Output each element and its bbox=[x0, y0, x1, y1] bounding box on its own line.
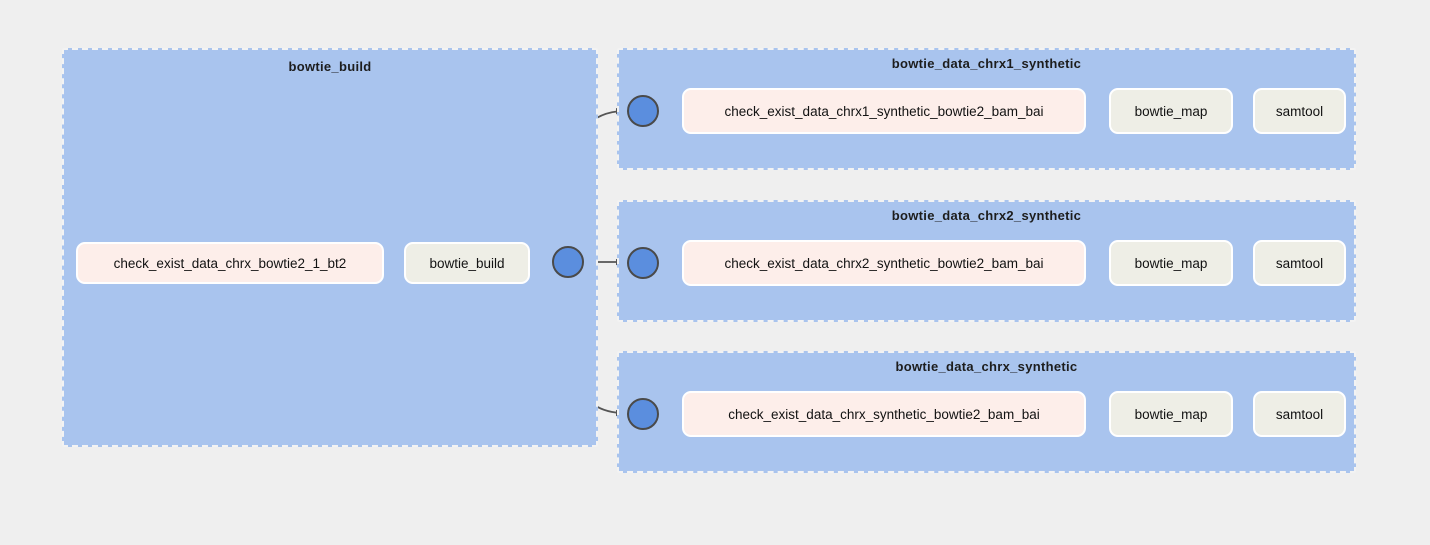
cluster-title-bowtie-data-chrx-synthetic: bowtie_data_chrx_synthetic bbox=[895, 359, 1078, 374]
junction-node-chrx2[interactable] bbox=[627, 247, 659, 279]
node-check-exist-data-chrx-bowtie2-1-bt2[interactable]: check_exist_data_chrx_bowtie2_1_bt2 bbox=[76, 242, 384, 284]
cluster-title-bowtie-data-chrx2-synthetic: bowtie_data_chrx2_synthetic bbox=[891, 208, 1082, 223]
node-samtool-chrx2[interactable]: samtool bbox=[1253, 240, 1346, 286]
node-bowtie-map-chrx1[interactable]: bowtie_map bbox=[1109, 88, 1233, 134]
node-samtool-chrx1[interactable]: samtool bbox=[1253, 88, 1346, 134]
node-bowtie-map-chrx[interactable]: bowtie_map bbox=[1109, 391, 1233, 437]
node-samtool-chrx[interactable]: samtool bbox=[1253, 391, 1346, 437]
node-bowtie-build[interactable]: bowtie_build bbox=[404, 242, 530, 284]
node-check-exist-data-chrx-synthetic-bowtie2-bam-bai[interactable]: check_exist_data_chrx_synthetic_bowtie2_… bbox=[682, 391, 1086, 437]
cluster-title-bowtie-data-chrx1-synthetic: bowtie_data_chrx1_synthetic bbox=[891, 56, 1082, 71]
cluster-title-bowtie-build: bowtie_build bbox=[288, 59, 372, 74]
junction-node-hub[interactable] bbox=[552, 246, 584, 278]
node-bowtie-map-chrx2[interactable]: bowtie_map bbox=[1109, 240, 1233, 286]
node-check-exist-data-chrx2-synthetic-bowtie2-bam-bai[interactable]: check_exist_data_chrx2_synthetic_bowtie2… bbox=[682, 240, 1086, 286]
node-check-exist-data-chrx1-synthetic-bowtie2-bam-bai[interactable]: check_exist_data_chrx1_synthetic_bowtie2… bbox=[682, 88, 1086, 134]
junction-node-chrx1[interactable] bbox=[627, 95, 659, 127]
junction-node-chrx[interactable] bbox=[627, 398, 659, 430]
